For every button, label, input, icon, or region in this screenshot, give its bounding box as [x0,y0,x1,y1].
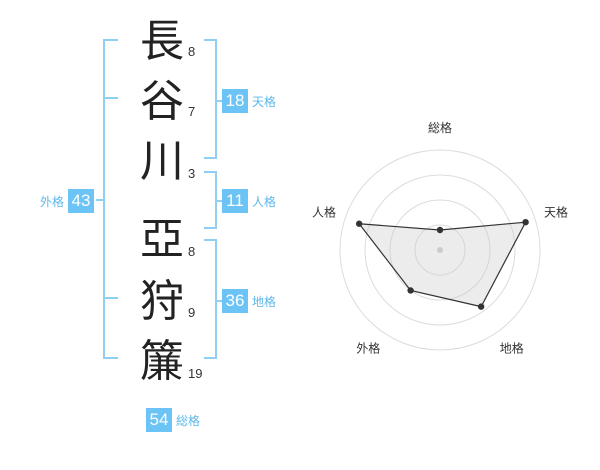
radar-axis-label-1: 総格 [428,120,452,135]
tenkaku-bracket [204,39,217,159]
soukaku-badge: 54 総格 [146,408,200,432]
jinkaku-badge: 11 人格 [222,189,276,213]
stroke-count-5: 9 [188,305,196,320]
gaikaku-value: 43 [68,189,95,213]
jinkaku-label: 人格 [252,194,277,209]
stroke-count-1: 8 [188,44,196,59]
radar-axis-label-3: 地格 [500,341,524,356]
stroke-count-2: 7 [188,104,196,119]
soukaku-label: 総格 [176,413,201,428]
chikaku-badge: 36 地格 [222,289,276,313]
tenkaku-label: 天格 [252,94,277,109]
radar-axis-label-2: 天格 [544,204,568,219]
radar-point-3 [477,303,485,310]
jinkaku-value: 11 [222,189,248,213]
name-char-4: 亞 [140,214,184,265]
name-char-1: 長 [140,16,184,67]
name-char-2: 谷 [140,76,184,127]
stroke-count-6: 19 [188,366,203,381]
radar-axis-label-5: 人格 [312,204,336,219]
radar-point-1 [436,226,444,234]
name-char-5: 狩 [140,276,184,327]
gaikaku-badge: 外格 43 [40,189,95,213]
radar-axis-label-4: 外格 [356,341,380,356]
chikaku-bracket [204,239,217,359]
radar-ring [339,149,541,351]
soukaku-value: 54 [146,408,172,432]
radar-point-2 [522,218,529,226]
stroke-count-4: 8 [188,244,196,259]
radar-ring [414,224,466,276]
stroke-count-3: 3 [188,166,196,181]
name-char-6: 簾 [140,336,184,387]
tenkaku-badge: 18 天格 [222,89,276,113]
radar-point-5 [355,220,363,227]
chikaku-label: 地格 [252,294,277,309]
chikaku-value: 36 [222,289,248,313]
name-char-3: 川 [140,136,184,187]
radar-ring [389,199,491,301]
radar-ring [364,174,516,326]
gaikaku-label: 外格 [40,194,65,209]
radar-center-dot [437,247,443,253]
tenkaku-value: 18 [222,89,248,113]
radar-point-4 [407,287,414,294]
radar-polygon [357,221,527,308]
